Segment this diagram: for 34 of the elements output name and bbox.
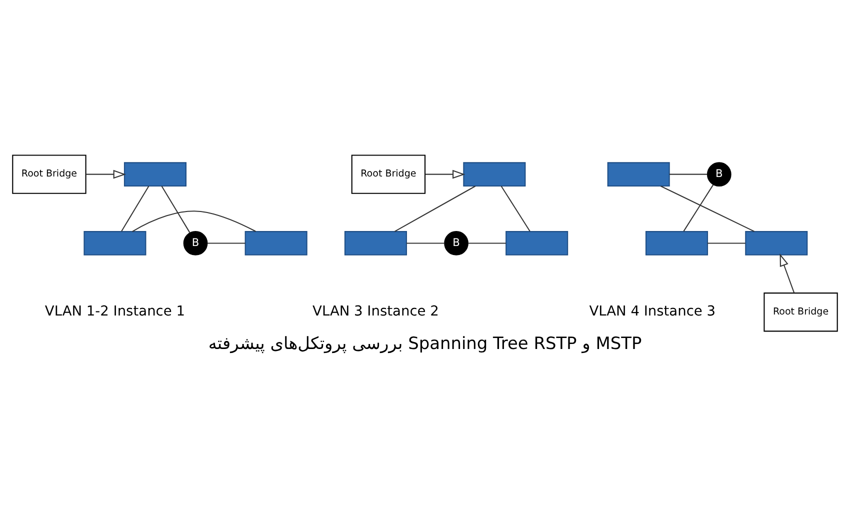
- node-circle: B: [444, 230, 468, 255]
- connector: [708, 242, 746, 244]
- label: VLAN 1-2 Instance 1: [44, 303, 185, 320]
- connector: [683, 184, 714, 231]
- connector: [121, 185, 150, 231]
- connector: [660, 185, 755, 232]
- connector: [468, 242, 506, 244]
- connector: [132, 210, 256, 232]
- node-box: [607, 162, 670, 186]
- node-box: [463, 162, 526, 186]
- node-box: [244, 230, 308, 255]
- arrow: [425, 169, 466, 178]
- connector: [207, 242, 246, 244]
- node-box: [84, 230, 146, 255]
- node-box: [645, 230, 708, 255]
- connector: [500, 185, 530, 232]
- node-box: [124, 162, 186, 186]
- connector: [669, 173, 708, 174]
- node-box: Root Bridge: [764, 292, 838, 332]
- label: VLAN 4 Instance 3: [589, 303, 716, 320]
- diagram-title: بررسی پروتکل‌های پیشرفته Spanning Tree RSTP و MSTP: [208, 332, 642, 353]
- node-box: [344, 230, 407, 255]
- label: VLAN 3 Instance 2: [312, 303, 439, 320]
- node-circle: B: [183, 230, 208, 255]
- node-circle: B: [706, 162, 732, 186]
- connector: [394, 185, 476, 232]
- node-box: [745, 230, 808, 255]
- node-box: Root Bridge: [12, 154, 86, 194]
- connector: [406, 242, 444, 244]
- node-box: [506, 230, 568, 255]
- node-box: Root Bridge: [351, 154, 426, 194]
- arrow: [86, 169, 126, 178]
- connector: [161, 185, 190, 233]
- arrow: [780, 253, 795, 292]
